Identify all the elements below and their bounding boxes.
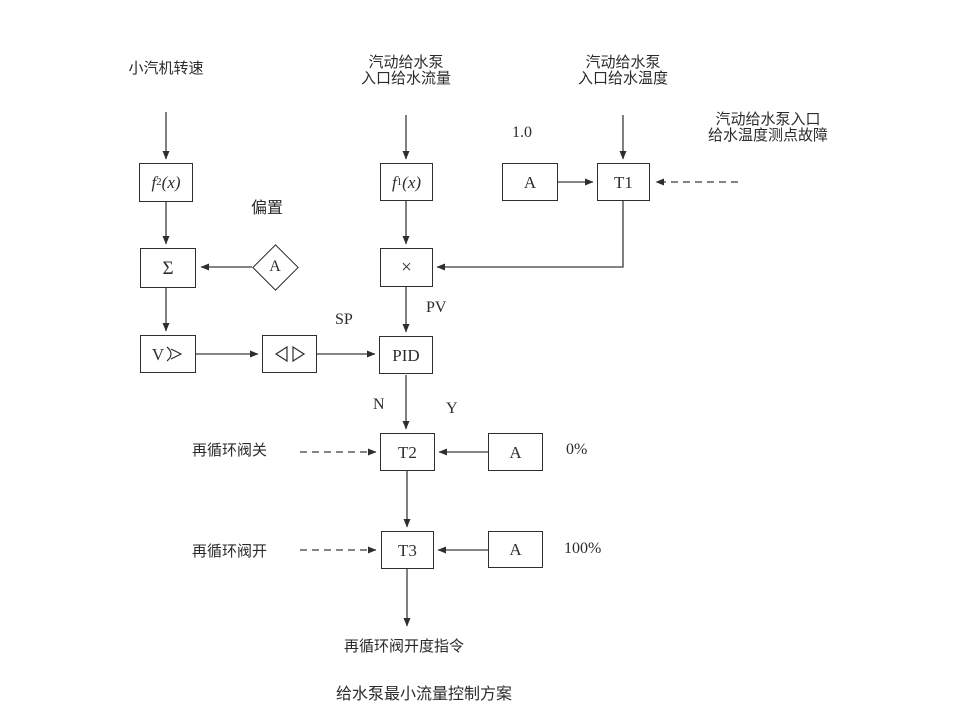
high-low-limiter-icon: [274, 345, 305, 363]
block-pid-controller: PID: [379, 336, 433, 374]
block-rate-limiter-letter: V: [151, 344, 165, 364]
label-sp: SP: [335, 311, 353, 328]
line-t1-to-multiply: [436, 201, 624, 271]
block-f1-fn: f: [391, 172, 397, 192]
label-pump-inlet-flow: 汽动给水泵 入口给水流量: [336, 55, 476, 87]
block-analog-mid: A: [488, 433, 543, 471]
diagram-caption: 给水泵最小流量控制方案: [336, 686, 513, 703]
diamond-analog-label: A: [269, 258, 281, 275]
label-0-percent: 0%: [566, 441, 588, 458]
label-bias: 偏置: [251, 200, 284, 217]
block-rate-limiter: V: [140, 335, 196, 373]
label-turbine-speed: 小汽机转速: [96, 61, 236, 77]
label-100-percent: 100%: [564, 540, 602, 557]
block-summation: Σ: [140, 248, 196, 288]
label-pump-inlet-flow-line2: 入口给水流量: [360, 71, 451, 87]
label-constant-1.0: 1.0: [512, 124, 532, 141]
label-temp-sensor-fault: 汽动给水泵入口 给水温度测点故障: [668, 112, 868, 144]
block-f1-sub: 1: [396, 175, 403, 188]
block-f1-arg: (x): [402, 172, 422, 192]
label-pump-inlet-temp-line2: 入口给水温度: [577, 71, 668, 87]
block-t3-transfer: T3: [381, 531, 434, 569]
label-y: Y: [446, 400, 458, 417]
label-temp-sensor-fault-line1: 汽动给水泵入口: [715, 112, 821, 128]
block-t1-transfer: T1: [597, 163, 650, 201]
block-analog-bottom: A: [488, 531, 543, 568]
label-turbine-speed-text: 小汽机转速: [128, 61, 204, 77]
block-analog-top: A: [502, 163, 558, 201]
rate-limiter-icon: [166, 346, 183, 362]
label-pump-inlet-flow-line1: 汽动给水泵: [368, 55, 444, 71]
label-valve-close: 再循环阀关: [192, 443, 268, 459]
label-output-command: 再循环阀开度指令: [344, 639, 465, 655]
block-f2-sub: 2: [156, 176, 162, 188]
label-pump-inlet-temp: 汽动给水泵 入口给水温度: [553, 55, 693, 87]
block-f2-arg: (x): [161, 173, 181, 192]
block-multiply: ×: [380, 248, 433, 287]
block-high-low-limiter: [262, 335, 317, 373]
label-pump-inlet-temp-line1: 汽动给水泵: [585, 55, 661, 71]
block-t2-transfer: T2: [380, 433, 435, 471]
block-f2-fn: f: [151, 173, 157, 192]
label-valve-open: 再循环阀开: [192, 544, 268, 560]
label-n: N: [373, 396, 385, 413]
label-pv: PV: [426, 299, 447, 316]
label-temp-sensor-fault-line2: 给水温度测点故障: [707, 128, 828, 144]
